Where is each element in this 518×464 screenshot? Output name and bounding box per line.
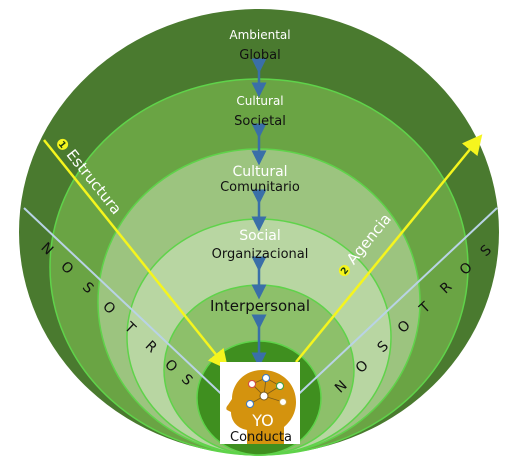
nosotros-line-left: [23, 207, 238, 410]
conducta-label: Conducta: [230, 430, 292, 445]
estructura-number: 1: [56, 140, 68, 151]
label-global: Global: [239, 48, 280, 63]
yo-label: YO: [251, 411, 274, 430]
label-societal: Societal: [234, 114, 286, 129]
label-comunitario: Comunitario: [220, 180, 300, 195]
yo-box: YO Conducta: [220, 362, 300, 445]
label-ambiental: Ambiental: [229, 28, 290, 42]
label-organizacional: Organizacional: [212, 247, 309, 262]
label-social: Social: [239, 228, 281, 244]
agencia-number-badge: [338, 265, 350, 277]
estructura-arrow: [43, 139, 229, 370]
label-cultural-societal: Cultural: [236, 94, 283, 108]
nosotros-line-right: [282, 207, 498, 410]
agencia-arrow: [295, 134, 483, 363]
network-icon: [246, 374, 287, 408]
agencia-number: 2: [339, 266, 351, 277]
label-interpersonal: Interpersonal: [210, 297, 310, 315]
label-cultural-comunitario: Cultural: [232, 164, 287, 180]
estructura-number-badge: [57, 138, 69, 150]
